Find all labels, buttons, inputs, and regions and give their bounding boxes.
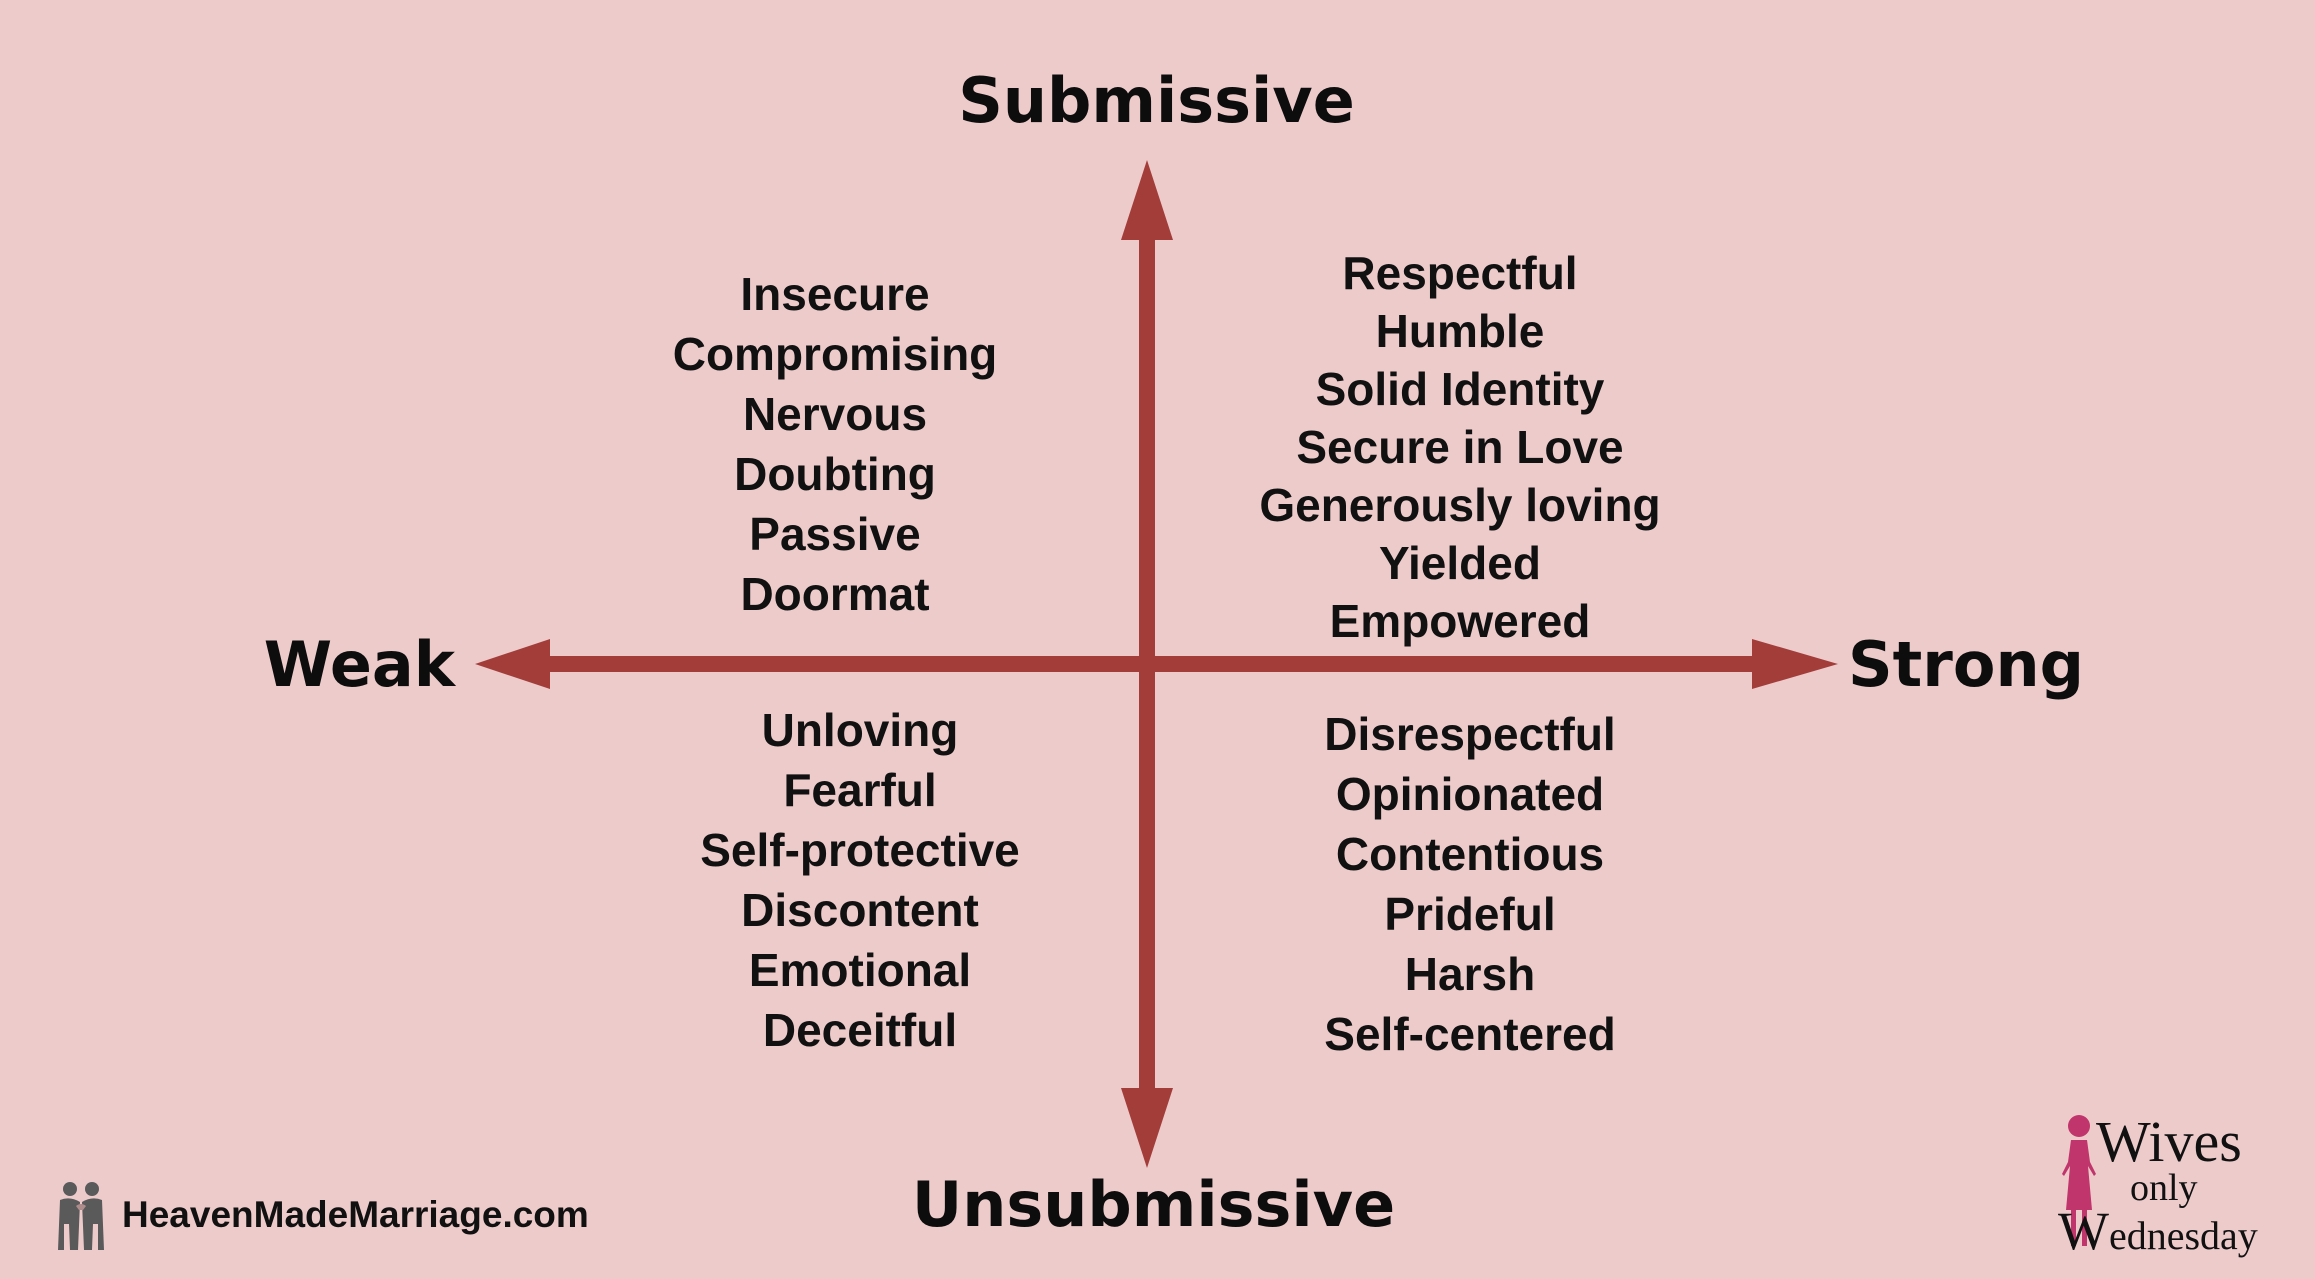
trait: Solid Identity [1315,363,1605,415]
trait: Humble [1375,305,1545,357]
logo-word-wednesday: Wednesday [2058,1201,2258,1261]
couple-icon [58,1182,104,1250]
up-arrowhead [1121,160,1173,240]
trait: Empowered [1329,595,1591,647]
axes-group [475,160,1838,1168]
logo-word-only: only [2130,1167,2198,1209]
trait: Insecure [740,268,930,320]
quadrant-strong-submissive: Respectful Humble Solid Identity Secure … [1220,244,1700,650]
trait: Disrespectful [1324,708,1616,760]
axis-label-weak: Weak [263,628,455,701]
trait: Yielded [1379,537,1541,589]
trait: Prideful [1384,888,1556,940]
axis-label-unsubmissive: Unsubmissive [911,1168,1396,1241]
logo-word-wives: Wives [2096,1109,2242,1174]
trait: Harsh [1404,948,1536,1000]
left-arrowhead [475,639,550,689]
trait: Nervous [742,388,928,440]
axis-label-submissive: Submissive [958,64,1355,137]
trait: Doormat [740,568,930,620]
trait: Fearful [783,764,937,816]
trait: Unloving [761,704,959,756]
trait: Deceitful [762,1004,958,1056]
axis-label-strong: Strong [1848,628,2084,701]
trait: Passive [749,508,921,560]
woman-figure-icon [2062,1115,2096,1246]
trait: Discontent [741,884,979,936]
trait: Contentious [1335,828,1605,880]
quadrant-weak-unsubmissive: Unloving Fearful Self-protective Discont… [640,700,1080,1060]
down-arrowhead [1121,1088,1173,1168]
trait: Emotional [748,944,972,996]
brand-website: HeavenMadeMarriage.com [122,1194,589,1235]
brand-footer: HeavenMadeMarriage.com [56,1180,589,1250]
quadrant-strong-unsubmissive: Disrespectful Opinionated Contentious Pr… [1260,704,1680,1064]
trait: Compromising [672,328,998,380]
trait: Secure in Love [1296,421,1624,473]
wives-only-wednesday-logo: Wives only Wednesday [2052,1108,2282,1261]
trait: Self-protective [700,824,1020,876]
trait: Opinionated [1335,768,1605,820]
trait: Respectful [1342,247,1578,299]
trait: Self-centered [1324,1008,1616,1060]
trait: Doubting [734,448,936,500]
right-arrowhead [1752,639,1838,689]
trait: Generously loving [1259,479,1661,531]
quadrant-weak-submissive: Insecure Compromising Nervous Doubting P… [620,264,1050,624]
